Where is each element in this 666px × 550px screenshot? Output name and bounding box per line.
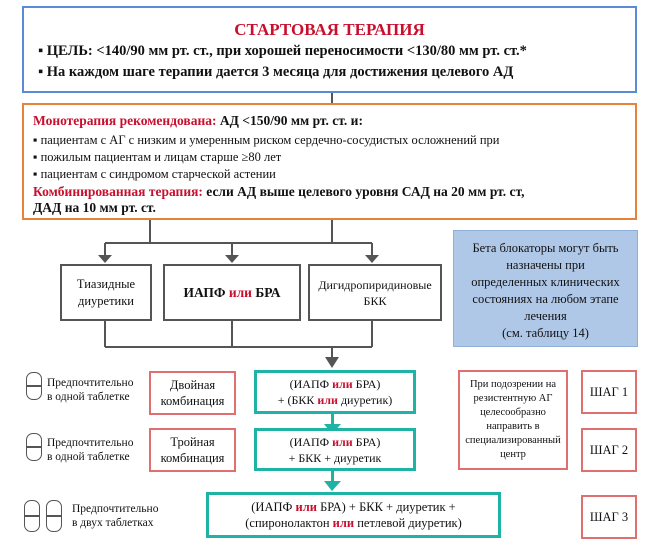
mono-item-2: ▪ пожилым пациентам и лицам старше ≥80 л… bbox=[33, 150, 282, 164]
beta-note-line-5: лечения bbox=[524, 309, 567, 323]
s3-part-d: петлевой диуретик) bbox=[354, 516, 462, 530]
dhp-label-1: Дигидропиридиновые bbox=[318, 277, 432, 292]
one-tablet-label: Предпочтительно в одной таблетке bbox=[47, 376, 133, 404]
resistant-note-line-5: специализированный bbox=[465, 435, 561, 446]
step3-regimen-box: (ИАПФ или БРА) + БКК + диуретик + (спиро… bbox=[206, 492, 501, 538]
one-tablet-label-2: в одной таблетке bbox=[47, 391, 130, 403]
starting-therapy-title: СТАРТОВАЯ ТЕРАПИЯ bbox=[234, 20, 425, 39]
beta-blocker-note: Бета блокаторы могут быть назначены при … bbox=[453, 230, 638, 347]
step2-regimen-line-1: (ИАПФ или БРА) bbox=[290, 434, 381, 450]
thiazide-label-2: диуретики bbox=[77, 293, 134, 308]
thiazide-diuretics-box: Тиазидные диуретики bbox=[60, 264, 152, 321]
step2-regimen-box: (ИАПФ или БРА) + БКК + диуретик bbox=[254, 428, 416, 471]
two-tablets-label: Предпочтительно в двух таблетках bbox=[72, 502, 158, 530]
mono-item-3-text: пациентам с синдромом старческой астении bbox=[40, 167, 276, 181]
resistant-note-line-6: центр bbox=[500, 449, 526, 460]
starting-therapy-box: СТАРТОВАЯ ТЕРАПИЯ ▪ ЦЕЛЬ: <140/90 мм рт.… bbox=[22, 6, 637, 93]
resistant-note-line-2: резистентную АГ bbox=[473, 393, 553, 404]
single-pill-icon bbox=[26, 372, 42, 400]
triple-combination-box: Тройная комбинация bbox=[149, 428, 236, 472]
acei-arb-box: ИАПФ или БРА bbox=[163, 264, 301, 321]
one-tablet-label-step2: Предпочтительно в одной таблетке bbox=[47, 436, 133, 464]
step-duration-text: На каждом шаге терапии дается 3 месяца д… bbox=[46, 64, 514, 80]
s1-or-1: или bbox=[332, 377, 353, 391]
triple-combination-1: Тройная bbox=[170, 435, 215, 449]
double-combination-2: комбинация bbox=[160, 394, 225, 408]
mono-item-3: ▪ пациентам с синдромом старческой астен… bbox=[33, 167, 276, 181]
beta-note-line-6: (см. таблицу 14) bbox=[502, 326, 589, 340]
s3-part-c: (спиронолактон bbox=[245, 516, 333, 530]
one-tablet-label-1: Предпочтительно bbox=[47, 377, 134, 389]
s1-or-2: или bbox=[317, 393, 338, 407]
step-2-label: ШАГ 2 bbox=[581, 428, 637, 472]
step-3-label: ШАГ 3 bbox=[581, 495, 637, 539]
two-tablets-label-2: в двух таблетках bbox=[72, 517, 154, 529]
step-1-label: ШАГ 1 bbox=[581, 370, 637, 414]
mono-item-2-text: пожилым пациентам и лицам старше ≥80 лет bbox=[40, 150, 282, 164]
dhp-label-2: БКК bbox=[363, 293, 387, 308]
triple-combination-2: комбинация bbox=[160, 451, 225, 465]
resistant-note-line-3: целесообразно bbox=[480, 407, 546, 418]
monotherapy-line: Монотерапия рекомендована: АД <150/90 мм… bbox=[33, 112, 363, 130]
double-combination-box: Двойная комбинация bbox=[149, 371, 236, 415]
one-tablet-label-step2-2: в одной таблетке bbox=[47, 451, 130, 463]
combination-line: Комбинированная терапия: если АД выше це… bbox=[33, 183, 525, 201]
s2-part-b: БРА) bbox=[352, 434, 381, 449]
step1-regimen-box: (ИАПФ или БРА) + (БКК или диуретик) bbox=[254, 370, 416, 414]
step3-regimen-line-2: (спиронолактон или петлевой диуретик) bbox=[245, 515, 462, 531]
mono-item-1: ▪ пациентам с АГ с низким и умеренным ри… bbox=[33, 133, 500, 147]
s3-part-a: (ИАПФ bbox=[251, 500, 296, 514]
s3-or-2: или bbox=[332, 516, 355, 530]
s1-part-c: + (БКК bbox=[277, 393, 318, 407]
resistant-note-line-1: При подозрении на bbox=[469, 379, 557, 390]
monotherapy-label: Монотерапия рекомендована: bbox=[33, 113, 217, 128]
thiazide-label-1: Тиазидные bbox=[76, 276, 136, 291]
goal-bullet: ▪ ЦЕЛЬ: <140/90 мм рт. ст., при хорошей … bbox=[38, 43, 527, 59]
mono-item-1-text: пациентам с АГ с низким и умеренным риск… bbox=[40, 133, 500, 147]
step3-regimen-line-1: (ИАПФ или БРА) + БКК + диуретик + bbox=[251, 499, 455, 515]
single-pill-icon bbox=[26, 433, 42, 461]
beta-note-line-4: состояниях на любом этапе bbox=[472, 292, 619, 306]
one-tablet-label-step2-1: Предпочтительно bbox=[47, 437, 134, 449]
acei-label: ИАПФ bbox=[183, 284, 226, 300]
step1-regimen-line-1: (ИАПФ или БРА) bbox=[290, 376, 381, 392]
step2-regimen-line-2: + БКК + диуретик bbox=[288, 450, 382, 465]
combination-condition: если АД выше целевого уровня САД на 20 м… bbox=[202, 184, 525, 199]
s2-part-a: (ИАПФ bbox=[289, 434, 333, 449]
s2-or: или bbox=[332, 434, 353, 449]
monotherapy-condition: АД <150/90 мм рт. ст. и: bbox=[216, 113, 363, 128]
step-duration-bullet: ▪ На каждом шаге терапии дается 3 месяца… bbox=[38, 64, 514, 80]
combination-label: Комбинированная терапия: bbox=[33, 184, 203, 199]
two-pills-icon bbox=[24, 500, 64, 532]
combination-condition-2: ДАД на 10 мм рт. ст. bbox=[33, 200, 156, 215]
goal-text: ЦЕЛЬ: <140/90 мм рт. ст., при хорошей пе… bbox=[46, 43, 527, 59]
beta-note-line-3: определенных клинических bbox=[471, 275, 620, 289]
indications-box: Монотерапия рекомендована: АД <150/90 мм… bbox=[22, 103, 637, 220]
beta-note-line-1: Бета блокаторы могут быть bbox=[472, 241, 619, 255]
beta-note-line-2: назначены при bbox=[506, 258, 585, 272]
s3-or-1: или bbox=[295, 500, 317, 514]
resistant-note-line-4: направить в bbox=[486, 421, 540, 432]
s1-part-d: диуретик) bbox=[337, 393, 393, 407]
acei-arb-or: или bbox=[228, 284, 252, 300]
step1-regimen-line-2: + (БКК или диуретик) bbox=[278, 392, 393, 408]
s3-part-b: БРА) + БКК + диуретик + bbox=[316, 500, 456, 514]
resistant-hypertension-note: При подозрении на резистентную АГ целесо… bbox=[458, 370, 568, 470]
s1-part-b: БРА) bbox=[352, 377, 381, 391]
two-tablets-label-1: Предпочтительно bbox=[72, 503, 159, 515]
dhp-ccb-box: Дигидропиридиновые БКК bbox=[308, 264, 442, 321]
s1-part-a: (ИАПФ bbox=[289, 377, 333, 391]
double-combination-1: Двойная bbox=[169, 378, 216, 392]
arb-label: БРА bbox=[255, 284, 281, 300]
